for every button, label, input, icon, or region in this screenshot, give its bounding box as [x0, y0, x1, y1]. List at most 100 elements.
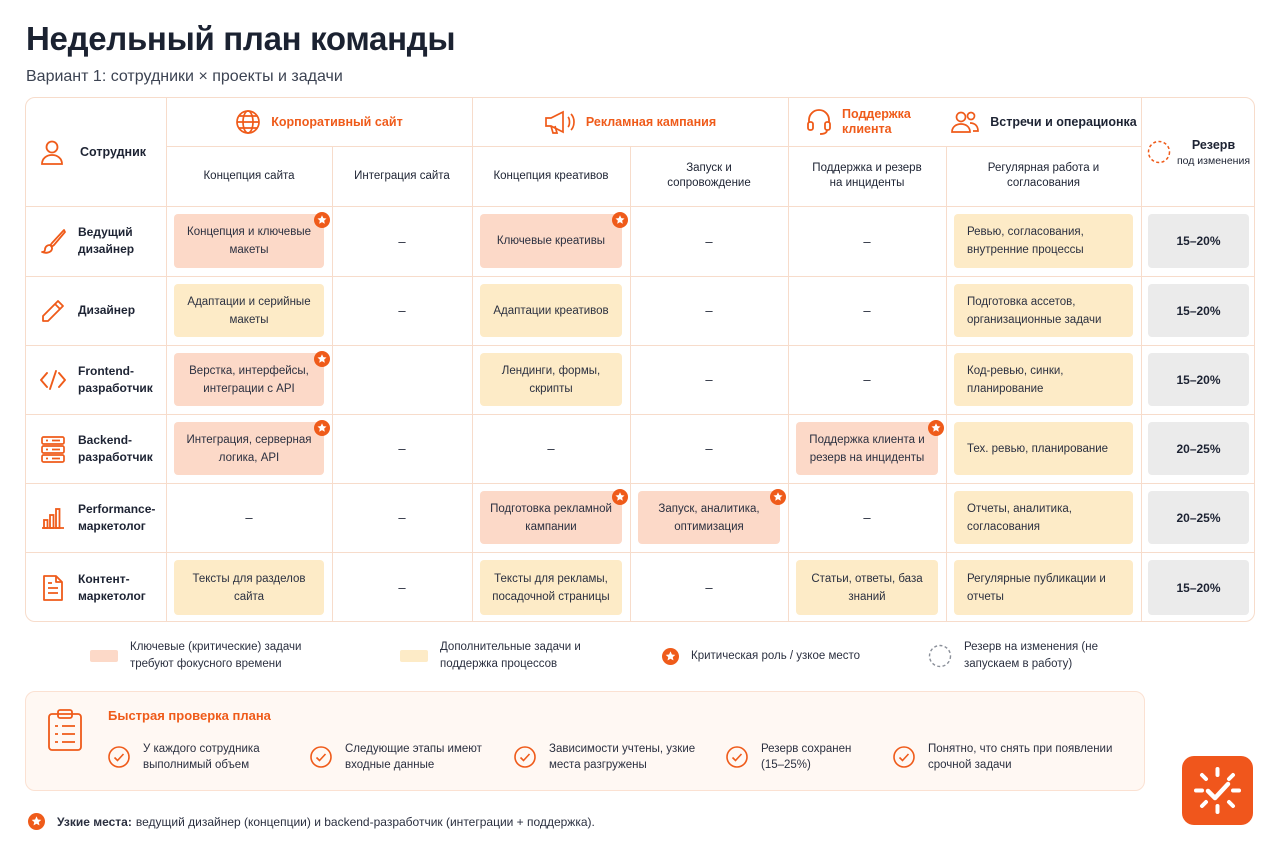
grid-vline	[332, 146, 333, 621]
check-item: У каждого сотрудника выполнимый объем	[108, 741, 288, 773]
legend-swatch-additional	[400, 650, 428, 662]
employee-cell: Performance-маркетолог	[26, 483, 166, 552]
task-text: Поддержка клиента и резерв на инциденты	[809, 433, 925, 464]
additional-task-card: Адаптации и серийные макеты	[174, 284, 324, 337]
document-icon	[38, 573, 68, 603]
grid-vline	[472, 98, 473, 621]
employee-name: Performance-маркетолог	[78, 501, 156, 533]
task-text: Регулярные публикации и отчеты	[967, 572, 1106, 603]
task-text: Запуск, аналитика, оптимизация	[658, 502, 760, 533]
employee-cell: Ведущий дизайнер	[26, 206, 166, 276]
grid-vline	[630, 146, 631, 621]
plan-check-title: Быстрая проверка плана	[108, 708, 271, 723]
employee-name: Backend-разработчик	[78, 432, 153, 464]
task-text: Подготовка ассетов, организационные зада…	[967, 295, 1102, 326]
pencil-icon	[38, 296, 68, 326]
empty-cell-dash: –	[245, 510, 253, 525]
employee-cell: Backend-разработчик	[26, 414, 166, 483]
employee-name: Ведущий дизайнер	[78, 225, 135, 256]
empty-cell-dash: –	[398, 233, 406, 249]
dashed-circle-icon	[928, 644, 952, 668]
dashed-circle-icon	[1147, 140, 1171, 164]
app-logo	[1182, 756, 1253, 825]
empty-cell-dash: –	[547, 441, 555, 456]
project-header-meetings: Встречи и операционка	[946, 98, 1141, 146]
reserve-header-sublabel: под изменения	[1176, 154, 1251, 167]
empty-cell-dash: –	[863, 303, 871, 318]
empty-cell-dash: –	[705, 580, 713, 595]
star-badge-icon	[770, 489, 786, 505]
legend-additional-tasks: Дополнительные задачи и поддержка процес…	[400, 639, 600, 673]
task-text: Тех. ревью, планирование	[967, 442, 1109, 455]
grid-hline	[26, 414, 1254, 415]
key-task-card: Запуск, аналитика, оптимизация	[638, 491, 780, 544]
additional-task-card: Тех. ревью, планирование	[954, 422, 1133, 475]
grid-hline	[26, 276, 1254, 277]
subcol-header: Интеграция сайта	[354, 169, 450, 182]
empty-cell-dash: –	[863, 510, 871, 525]
legend-key-tasks: Ключевые (критические) задачи требуют фо…	[90, 639, 330, 673]
bar-chart-icon	[38, 503, 68, 533]
subcol-header: Поддержка и резерв на инциденты	[812, 162, 922, 189]
check-item: Зависимости учтены, узкие места разгруже…	[514, 741, 704, 773]
check-circle-icon	[514, 746, 536, 768]
task-text: Лендинги, формы, скрипты	[501, 364, 601, 395]
star-badge-icon	[314, 420, 330, 436]
footnote-text: ведущий дизайнер (концепции) и backend-р…	[135, 814, 595, 829]
employee-cell: Дизайнер	[26, 276, 166, 345]
legend-key-text: Ключевые (критические) задачи требуют фо…	[130, 641, 302, 670]
grid-vline	[1141, 98, 1142, 621]
key-task-card: Верстка, интерфейсы, интеграции с API	[174, 353, 324, 406]
task-text: Тексты для рекламы, посадочной страницы	[492, 572, 610, 603]
plan-table: Сотрудник Корпоративный сайт Рекламная к…	[25, 97, 1255, 622]
employee-name: Frontend-разработчик	[78, 363, 153, 395]
task-text: Отчеты, аналитика, согласования	[967, 502, 1072, 533]
grid-vline	[946, 146, 947, 621]
reserve-cell: 15–20%	[1148, 560, 1249, 615]
subcol-header: Концепция сайта	[203, 169, 295, 182]
check-circle-icon	[893, 746, 915, 768]
bottleneck-footnote: Узкие места: ведущий дизайнер (концепции…	[28, 813, 595, 830]
reserve-cell: 15–20%	[1148, 284, 1249, 337]
additional-task-card: Тексты для разделов сайта	[174, 560, 324, 615]
task-text: Интеграция, серверная логика, API	[186, 433, 312, 464]
empty-cell-dash: –	[398, 580, 406, 595]
check-item-text: Зависимости учтены, узкие места разгруже…	[549, 743, 696, 771]
empty-cell-dash: –	[705, 441, 713, 456]
employee-cell: Frontend-разработчик	[26, 345, 166, 414]
grid-hline	[166, 146, 1141, 147]
empty-cell-dash: –	[398, 303, 406, 318]
check-circle-icon	[108, 746, 130, 768]
additional-task-card: Лендинги, формы, скрипты	[480, 353, 622, 406]
megaphone-icon	[544, 109, 576, 135]
check-item: Резерв сохранен (15–25%)	[726, 741, 866, 773]
page-title: Недельный план команды	[26, 20, 456, 57]
empty-cell-dash: –	[863, 372, 871, 387]
check-item-text: Резерв сохранен (15–25%)	[761, 743, 852, 771]
additional-task-card: Отчеты, аналитика, согласования	[954, 491, 1133, 544]
key-task-card: Ключевые креативы	[480, 214, 622, 268]
star-badge-icon	[928, 420, 944, 436]
key-task-card: Подготовка рекламной кампании	[480, 491, 622, 544]
subcol-header: Запуск и сопровождение	[667, 162, 751, 189]
check-item: Понятно, что снять при появлении срочной…	[893, 741, 1133, 773]
clipboard-icon	[47, 708, 83, 757]
key-task-card: Интеграция, серверная логика, API	[174, 422, 324, 475]
additional-task-card: Статьи, ответы, база знаний	[796, 560, 938, 615]
grid-hline	[26, 206, 1254, 207]
empty-cell-dash: –	[705, 303, 713, 318]
grid-hline	[26, 483, 1254, 484]
legend-critical-text: Критическая роль / узкое место	[691, 650, 861, 662]
star-badge-icon	[314, 351, 330, 367]
task-text: Код-ревью, синки, планирование	[967, 364, 1064, 395]
legend-reserve-text: Резерв на изменения (не запускаем в рабо…	[964, 641, 1099, 670]
project-header-support: Поддержка клиента	[788, 98, 946, 146]
code-icon	[38, 365, 68, 395]
task-text: Верстка, интерфейсы, интеграции с API	[189, 364, 309, 395]
task-text: Адаптации креативов	[493, 304, 609, 317]
grid-hline	[26, 345, 1254, 346]
legend-critical: Критическая роль / узкое место	[662, 648, 860, 665]
empty-cell-dash: –	[705, 233, 713, 249]
brush-icon	[38, 226, 68, 256]
reserve-header-label: Резерв	[1191, 137, 1236, 152]
